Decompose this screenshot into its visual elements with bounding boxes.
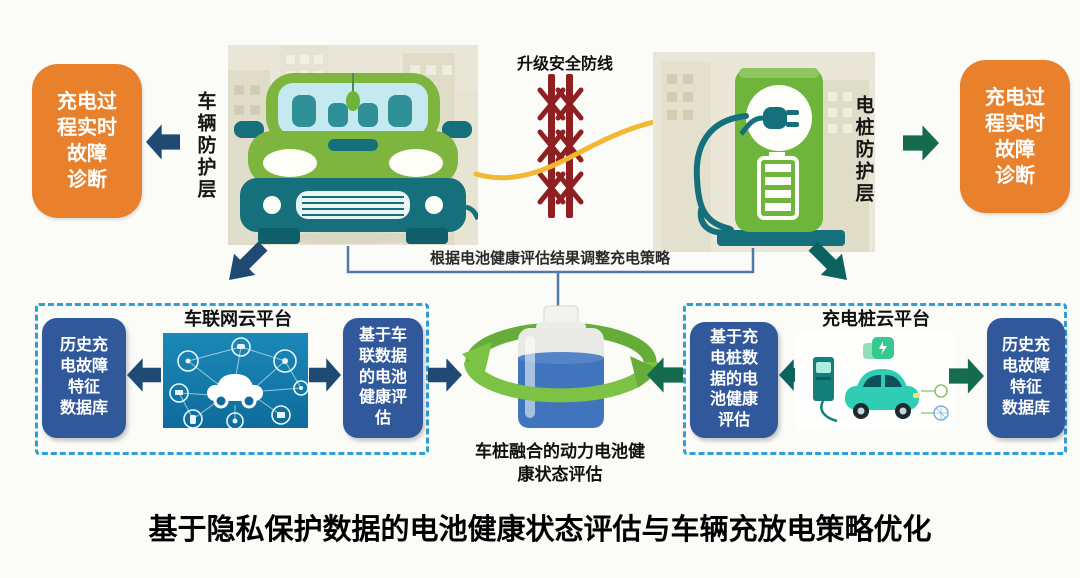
arrow-to-right-fault-box-icon bbox=[903, 125, 939, 161]
left-assessment-box: 基于车 联数据 的电池 健康评 估 bbox=[343, 318, 423, 438]
security-fence-icon bbox=[537, 74, 584, 218]
link-icons bbox=[921, 384, 949, 421]
mini-teal-car bbox=[845, 369, 920, 419]
battery-level-icon bbox=[757, 152, 799, 220]
battery-cell-icon bbox=[518, 305, 604, 428]
pile-cable bbox=[693, 113, 749, 236]
leaf-icon bbox=[346, 91, 360, 111]
iov-cloud-panel bbox=[35, 303, 429, 455]
arrow-left-panel-to-battery-icon bbox=[428, 358, 462, 392]
iov-network-image bbox=[163, 333, 308, 428]
right-history-db-box: 历史充 电故障 特征 数据库 bbox=[987, 318, 1065, 438]
battery-fusion-group bbox=[462, 305, 660, 428]
pile-cloud-panel-title: 充电桩云平台 bbox=[822, 309, 930, 329]
right-fault-diagnosis-box: 充电过 程实时 故障 诊断 bbox=[960, 60, 1070, 213]
page-title: 基于隐私保护数据的电池健康状态评估与车辆充放电策略优化 bbox=[148, 514, 932, 546]
iov-cloud-panel-title: 车联网云平台 bbox=[184, 309, 292, 329]
city-background bbox=[661, 62, 869, 252]
green-car bbox=[234, 73, 478, 244]
firewall-label: 升级安全防线 bbox=[516, 56, 613, 73]
charging-pile-illustration bbox=[653, 52, 875, 252]
mini-charging-pile bbox=[813, 357, 838, 423]
left-history-db-box: 历史充 电故障 特征 数据库 bbox=[42, 318, 126, 438]
green-pile bbox=[693, 68, 845, 246]
pile-cloud-panel bbox=[683, 303, 1067, 455]
charging-cable-icon bbox=[473, 115, 681, 181]
pile-protection-layer-label: 电桩防护层 bbox=[852, 95, 874, 205]
left-fault-diagnosis-box: 充电过 程实时 故障 诊断 bbox=[32, 64, 142, 218]
right-assessment-box: 基于充 电桩数 据的电 池健康 评估 bbox=[690, 322, 778, 438]
strategy-label: 根据电池健康评估结果调整充电策略 bbox=[429, 250, 670, 267]
vehicle-protection-layer-label: 车辆防护层 bbox=[194, 91, 216, 201]
charging-pile-cloud-image bbox=[795, 331, 955, 430]
app-icons bbox=[863, 337, 894, 359]
ev-car-illustration bbox=[228, 45, 478, 245]
fusion-assessment-label: 车桩融合的动力电池健 康状态评估 bbox=[475, 442, 645, 484]
plug-icon bbox=[739, 107, 799, 136]
arrow-to-left-fault-box-icon bbox=[146, 124, 180, 160]
white-car-silhouette bbox=[207, 374, 263, 409]
